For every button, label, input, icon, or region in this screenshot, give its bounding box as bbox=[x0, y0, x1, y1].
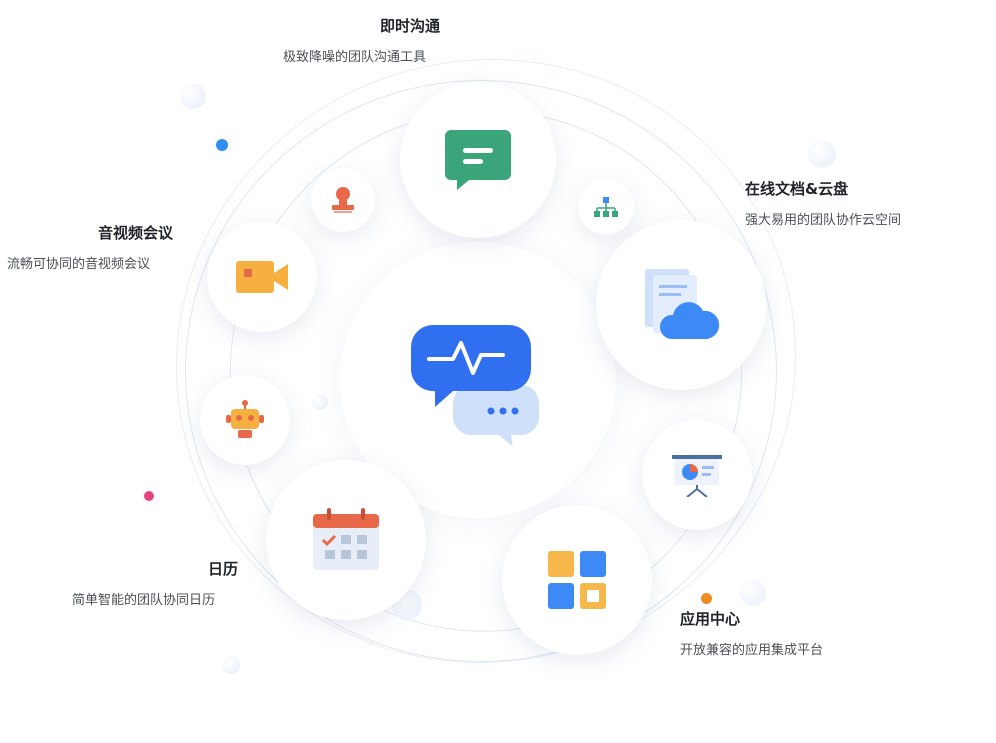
decor-bubble bbox=[740, 580, 766, 606]
apps-title: 应用中心 bbox=[680, 610, 741, 628]
bot-node[interactable] bbox=[200, 375, 290, 465]
video-subtitle: 流畅可协同的音视频会议 bbox=[7, 257, 151, 272]
apps-subtitle: 开放兼容的应用集成平台 bbox=[680, 643, 824, 658]
decor-dot-blue bbox=[216, 139, 228, 151]
org-chart-node[interactable] bbox=[578, 179, 634, 235]
presentation-node[interactable] bbox=[642, 420, 752, 530]
document-cloud-icon bbox=[645, 269, 720, 339]
apps-grid-icon bbox=[548, 551, 606, 609]
calendar-title: 日历 bbox=[208, 560, 239, 578]
stamp-icon bbox=[332, 187, 354, 213]
app-center-node[interactable] bbox=[502, 505, 652, 655]
video-camera-icon bbox=[236, 261, 288, 293]
orbit-ring bbox=[185, 80, 777, 662]
calendar-icon bbox=[313, 508, 379, 570]
decor-bubble bbox=[222, 656, 240, 674]
calendar-subtitle: 简单智能的团队协同日历 bbox=[72, 593, 216, 608]
im-subtitle: 极致降噪的团队沟通工具 bbox=[283, 50, 427, 65]
decor-bubble bbox=[180, 83, 206, 109]
presentation-chart-icon bbox=[672, 455, 722, 497]
im-feature-node[interactable] bbox=[400, 82, 556, 238]
approval-node[interactable] bbox=[311, 168, 375, 232]
decor-dot-pink bbox=[144, 491, 154, 501]
video-title: 音视频会议 bbox=[98, 224, 174, 242]
org-chart-icon bbox=[594, 197, 618, 217]
decor-bubble bbox=[312, 394, 328, 410]
chat-icon bbox=[445, 130, 511, 190]
video-meeting-node[interactable] bbox=[207, 222, 317, 332]
docs-title: 在线文档&云盘 bbox=[745, 180, 849, 198]
docs-subtitle: 强大易用的团队协作云空间 bbox=[745, 213, 902, 228]
calendar-node[interactable] bbox=[266, 460, 426, 620]
decor-dot-orange bbox=[701, 593, 712, 604]
decor-bubble bbox=[808, 140, 836, 168]
docs-cloud-node[interactable] bbox=[596, 220, 766, 390]
robot-icon bbox=[226, 400, 264, 438]
messenger-logo-icon bbox=[410, 325, 539, 445]
im-title: 即时沟通 bbox=[380, 17, 441, 35]
